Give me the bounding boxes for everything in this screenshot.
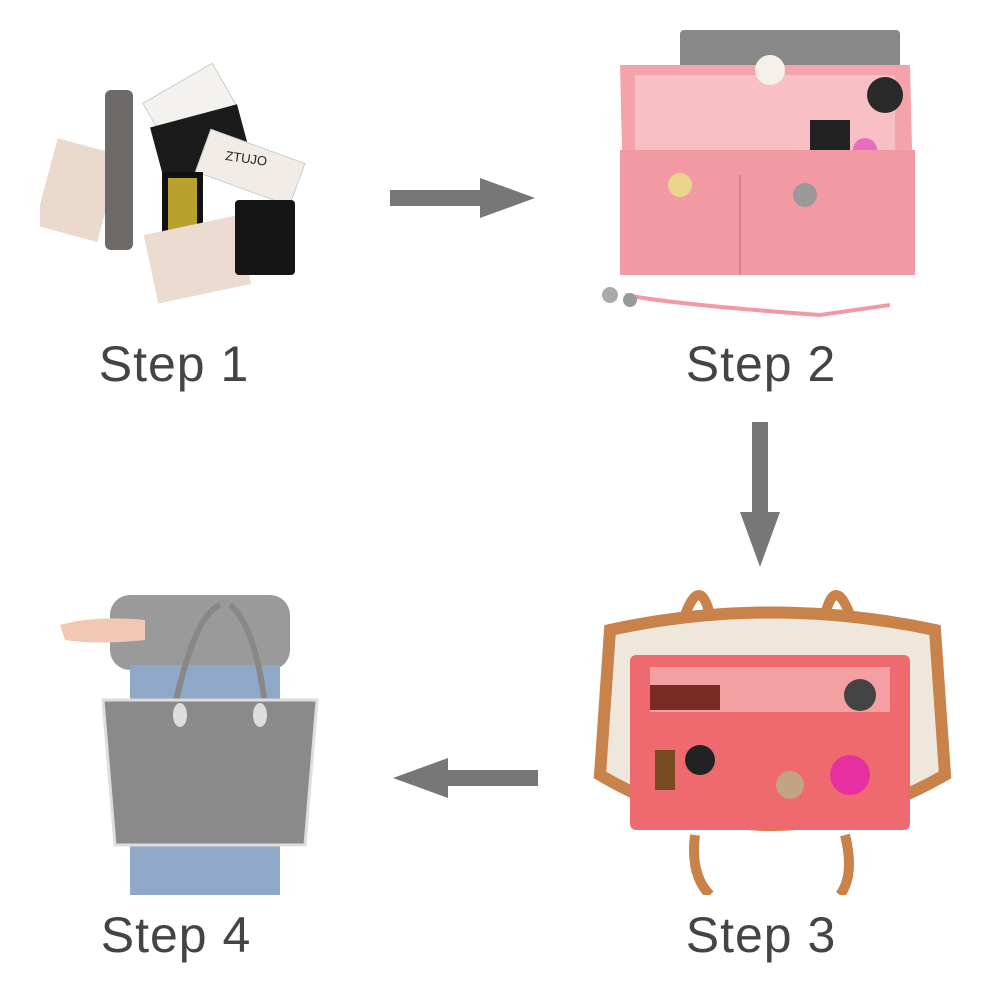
step-4-image bbox=[60, 595, 319, 895]
step-4-label: Step 4 bbox=[100, 907, 252, 963]
step-3-label: Step 3 bbox=[685, 907, 837, 963]
step-1-label: Step 1 bbox=[98, 336, 250, 392]
arrow-right bbox=[390, 178, 535, 218]
step-2-label: Step 2 bbox=[685, 336, 837, 392]
brand-text: ZTUJO bbox=[224, 148, 268, 169]
step-2-image bbox=[602, 30, 915, 318]
arrow-left bbox=[393, 758, 538, 798]
arrow-down bbox=[740, 422, 780, 567]
step-1-image: ZTUJO bbox=[40, 62, 306, 304]
step-3-image bbox=[593, 590, 952, 895]
